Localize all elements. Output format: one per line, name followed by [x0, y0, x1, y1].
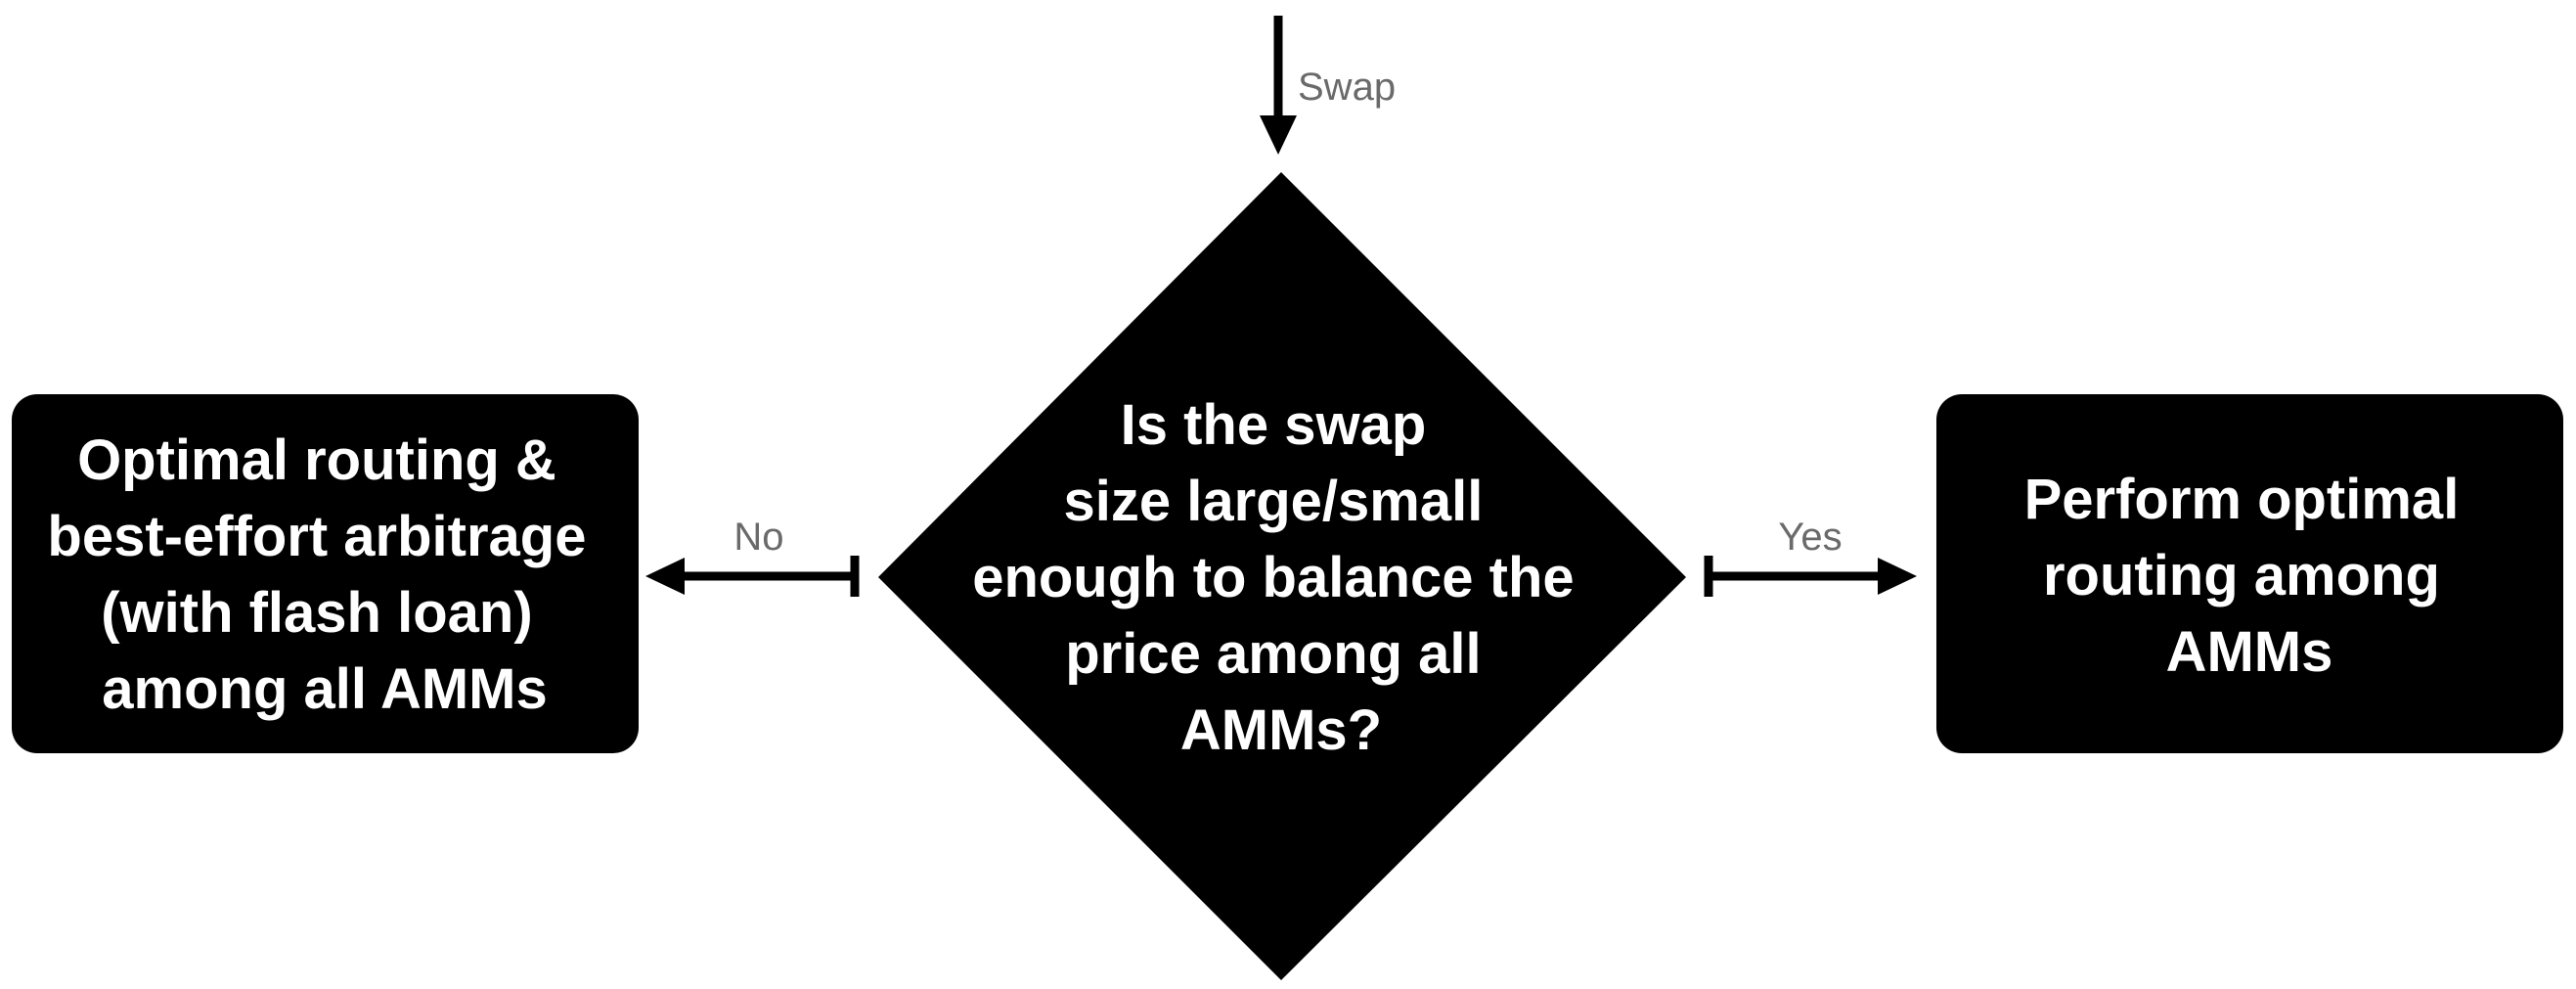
left-result-line: among all AMMs: [102, 657, 547, 721]
input-arrow-head-icon: [1260, 115, 1297, 155]
yes-arrow: [1704, 556, 1917, 597]
right-result-line: Perform optimal: [2024, 468, 2460, 531]
left-result-line: (with flash loan): [101, 581, 532, 645]
right-result-line: routing among: [2043, 544, 2440, 607]
yes-arrow-head-icon: [1878, 558, 1917, 595]
no-arrow: [645, 556, 860, 597]
right-result-text: Perform optimal routing among AMMs: [2024, 468, 2475, 684]
left-result-text: Optimal routing & best-effort arbitrage …: [47, 428, 601, 721]
input-arrow: [1260, 16, 1297, 155]
left-result-line: Optimal routing &: [77, 428, 556, 492]
decision-line: price among all: [1065, 622, 1481, 686]
right-result-box: [1936, 394, 2563, 753]
no-arrow-head-icon: [645, 558, 685, 595]
decision-diamond: [878, 172, 1686, 980]
decision-line: AMMs?: [1180, 698, 1382, 762]
decision-line: Is the swap: [1121, 393, 1427, 457]
no-edge-label: No: [733, 516, 783, 559]
decision-line: size large/small: [1064, 470, 1484, 533]
input-edge-label: Swap: [1298, 66, 1396, 109]
yes-edge-label: Yes: [1778, 516, 1842, 559]
left-result-line: best-effort arbitrage: [47, 505, 586, 568]
right-result-line: AMMs: [2166, 620, 2333, 684]
left-result-box: [12, 394, 639, 753]
decision-text: Is the swap size large/small enough to b…: [972, 393, 1590, 762]
decision-line: enough to balance the: [972, 546, 1575, 609]
